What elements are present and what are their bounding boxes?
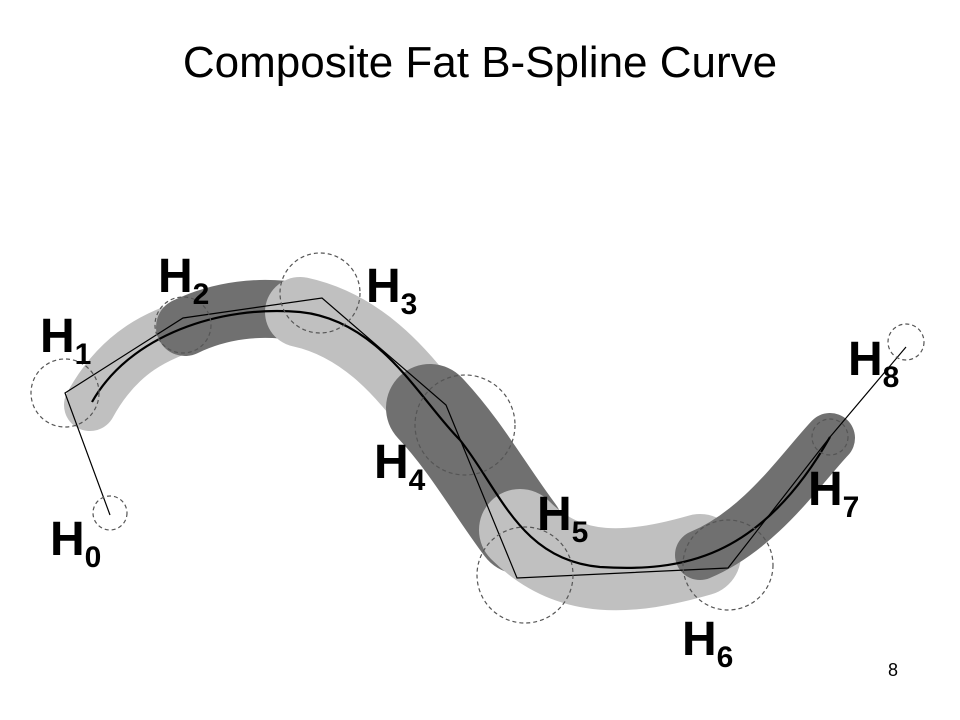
circle-h8 — [887, 323, 925, 361]
label-h1: H1 — [40, 310, 91, 371]
label-h8: H8 — [848, 333, 899, 394]
circle-h5 — [476, 526, 574, 624]
label-h0: H0 — [50, 513, 101, 574]
band-segment-5 — [479, 489, 741, 611]
circle-h1 — [30, 358, 100, 428]
label-h7: H7 — [808, 463, 859, 524]
label-h6: H6 — [682, 613, 733, 674]
page-number: 8 — [888, 660, 899, 680]
circle-h3 — [279, 252, 361, 334]
control-circles — [30, 252, 925, 624]
label-h2: H2 — [158, 250, 209, 311]
circle-h6 — [682, 519, 774, 611]
control-polygon — [64, 297, 907, 579]
circle-h7 — [811, 418, 849, 456]
circle-h4 — [414, 374, 516, 476]
label-h3: H3 — [366, 260, 417, 321]
slide-title: Composite Fat B-Spline Curve — [182, 38, 778, 87]
bspline-curve — [91, 310, 831, 570]
circle-h2 — [154, 296, 212, 354]
label-h5: H5 — [537, 488, 588, 549]
control-labels: H0 H1 H2 H3 H4 H5 H6 H7 H8 — [40, 250, 899, 674]
label-h4: H4 — [374, 436, 426, 497]
circle-h0 — [92, 495, 128, 531]
